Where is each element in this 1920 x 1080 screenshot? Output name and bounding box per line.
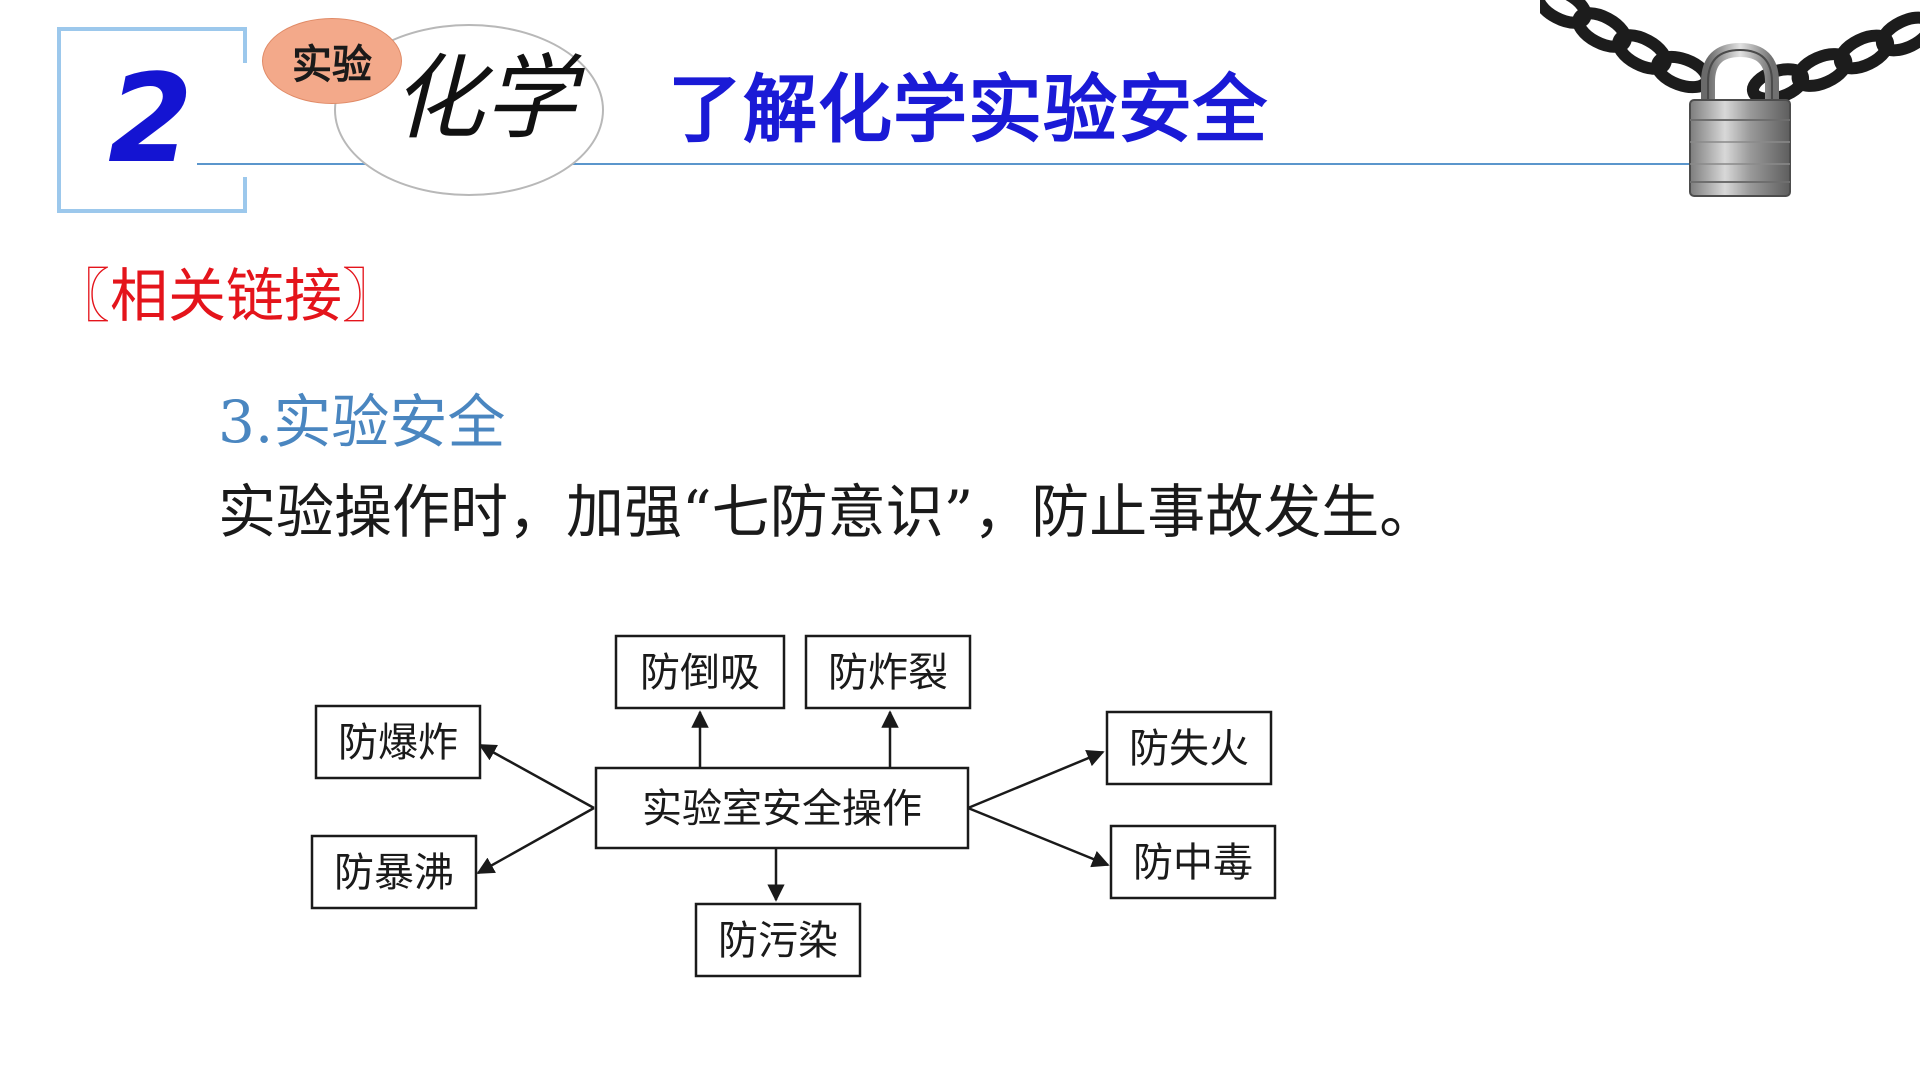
diagram-node-top-left: 防倒吸: [614, 634, 786, 710]
diagram-node-right-upper: 防失火: [1105, 710, 1273, 786]
body-text: 实验操作时，加强“七防意识”，防止事故发生。: [218, 478, 1438, 546]
section-label: 〖相关链接〗: [52, 262, 401, 330]
header-rule: [197, 163, 1712, 165]
node-top-left-label: 防倒吸: [640, 650, 760, 696]
chapter-frame-tick-bottom: [243, 177, 247, 213]
node-top-right-label: 防炸裂: [828, 650, 948, 696]
chain-right: [1746, 11, 1920, 105]
padlock-chain-icon: [1540, 0, 1920, 197]
diagram-node-center: 实验室安全操作: [594, 766, 970, 850]
subject-label: 化学: [392, 45, 577, 152]
diagram-node-right-lower: 防中毒: [1109, 824, 1277, 900]
node-right-upper-label: 防失火: [1129, 726, 1249, 772]
node-bottom-label: 防污染: [718, 918, 838, 964]
diagram-node-bottom: 防污染: [694, 902, 862, 978]
chapter-frame-tick-top: [243, 27, 247, 63]
arrow-to-right-upper: [967, 749, 1105, 810]
arrow-to-right-lower: [967, 806, 1110, 868]
node-right-lower-label: 防中毒: [1133, 840, 1253, 886]
node-left-lower-label: 防暴沸: [334, 850, 454, 896]
node-left-upper-label: 防爆炸: [338, 720, 458, 766]
chapter-number: 2: [108, 48, 193, 190]
arrow-to-left-lower: [476, 806, 595, 875]
experiment-tag: 实验: [262, 18, 402, 104]
node-center-label: 实验室安全操作: [642, 786, 922, 832]
chapter-frame: [57, 27, 247, 213]
arrow-to-left-upper: [478, 743, 595, 810]
diagram-node-left-upper: 防爆炸: [314, 704, 482, 780]
page-title: 了解化学实验安全: [668, 67, 1268, 153]
diagram-node-top-right: 防炸裂: [804, 634, 972, 710]
sub-heading: 3.实验安全: [218, 388, 506, 456]
diagram-node-left-lower: 防暴沸: [310, 834, 478, 910]
